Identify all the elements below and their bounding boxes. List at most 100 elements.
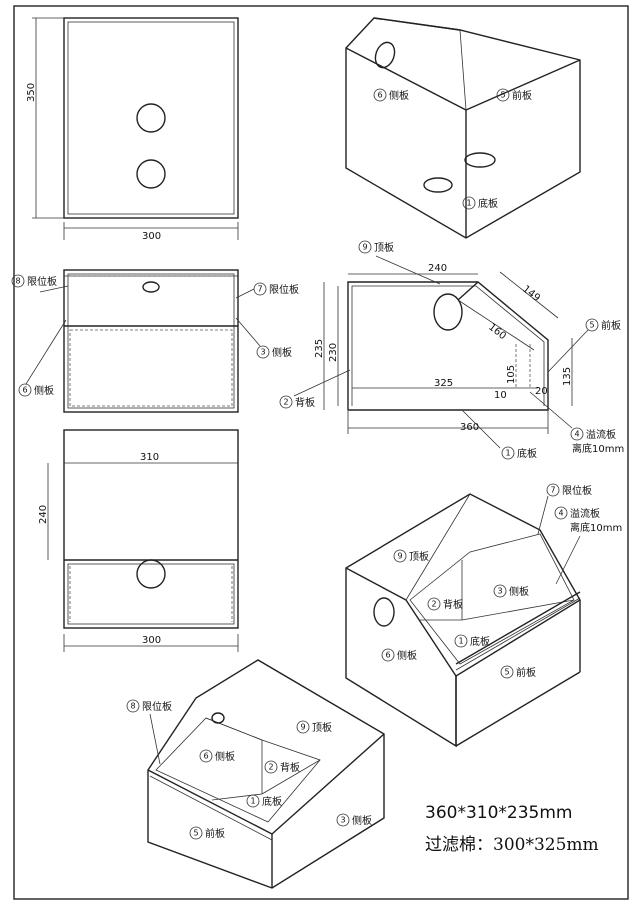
label-sec-p6: 6 侧板 xyxy=(18,319,67,397)
label-iso2-p1: 1 底板 xyxy=(454,634,490,648)
pipe-hole-upper xyxy=(136,103,166,133)
svg-text:5: 5 xyxy=(589,321,594,330)
label-iso1-p6: 6 侧板 xyxy=(373,88,409,102)
pipe-hole-lower xyxy=(136,159,166,189)
svg-text:前板: 前板 xyxy=(601,319,621,332)
svg-text:侧板: 侧板 xyxy=(215,750,235,763)
iso-open-box-2 xyxy=(147,659,385,889)
svg-text:1: 1 xyxy=(466,199,471,208)
label-iso2-p6: 6 侧板 xyxy=(381,648,417,662)
label-sec-p8: 8 限位板 xyxy=(11,274,69,293)
svg-text:4: 4 xyxy=(558,509,563,518)
svg-text:3: 3 xyxy=(260,348,265,357)
label-side-p4: 4 溢流板 离底10mm xyxy=(529,391,624,455)
svg-text:3: 3 xyxy=(340,816,345,825)
label-side-p9: 9 顶板 xyxy=(358,240,441,285)
svg-text:底板: 底板 xyxy=(478,197,498,210)
svg-text:侧板: 侧板 xyxy=(272,346,292,359)
svg-text:5: 5 xyxy=(504,668,509,677)
label-iso3-p3: 3 侧板 xyxy=(336,813,372,827)
svg-text:底板: 底板 xyxy=(262,795,282,808)
svg-text:限位板: 限位板 xyxy=(562,484,592,497)
svg-text:前板: 前板 xyxy=(516,666,536,679)
svg-text:离底10mm: 离底10mm xyxy=(570,521,622,534)
dim-top-h: 350 xyxy=(26,83,37,102)
svg-text:侧板: 侧板 xyxy=(509,585,529,598)
svg-text:5: 5 xyxy=(500,91,505,100)
dim-slope2: 160 xyxy=(486,322,508,342)
svg-text:侧板: 侧板 xyxy=(34,384,54,397)
svg-text:7: 7 xyxy=(550,486,555,495)
svg-text:6: 6 xyxy=(385,651,390,660)
svg-text:侧板: 侧板 xyxy=(389,89,409,102)
svg-text:2: 2 xyxy=(283,398,288,407)
dim-mid-h2: 230 xyxy=(328,343,339,362)
dim-mid-top: 240 xyxy=(428,263,447,274)
dim-mid-bottom: 360 xyxy=(460,422,479,433)
iso-open-box xyxy=(345,493,581,748)
svg-text:背板: 背板 xyxy=(443,598,463,611)
label-iso3-p1: 1 底板 xyxy=(246,794,282,808)
svg-text:9: 9 xyxy=(362,243,367,252)
svg-text:前板: 前板 xyxy=(512,89,532,102)
dim-top-w: 300 xyxy=(142,231,161,242)
label-iso1-p5: 5 前板 xyxy=(496,88,532,102)
svg-text:2: 2 xyxy=(431,600,436,609)
svg-text:限位板: 限位板 xyxy=(27,275,57,288)
svg-text:顶板: 顶板 xyxy=(374,241,394,254)
svg-text:1: 1 xyxy=(250,797,255,806)
svg-text:9: 9 xyxy=(397,552,402,561)
label-iso2-p5: 5 前板 xyxy=(500,665,536,679)
svg-text:4: 4 xyxy=(574,430,579,439)
svg-text:底板: 底板 xyxy=(470,635,490,648)
svg-text:9: 9 xyxy=(300,723,305,732)
svg-text:背板: 背板 xyxy=(280,761,300,774)
label-iso3-p6: 6 侧板 xyxy=(199,749,235,763)
svg-text:限位板: 限位板 xyxy=(269,283,299,296)
svg-text:1: 1 xyxy=(505,449,510,458)
svg-text:离底10mm: 离底10mm xyxy=(572,442,624,455)
dim-mid-h1: 235 xyxy=(314,339,325,358)
dim-plan-w: 310 xyxy=(140,452,159,463)
label-iso3-p2: 2 背板 xyxy=(264,760,300,774)
label-iso2-p9: 9 顶板 xyxy=(393,549,429,563)
svg-text:侧板: 侧板 xyxy=(397,649,417,662)
svg-text:顶板: 顶板 xyxy=(409,550,429,563)
label-iso1-p1: 1 底板 xyxy=(462,196,498,210)
svg-text:8: 8 xyxy=(15,277,20,286)
overall-size: 360*310*235mm xyxy=(425,803,573,823)
svg-text:3: 3 xyxy=(497,587,502,596)
label-side-p5: 5 前板 xyxy=(547,318,621,373)
svg-text:顶板: 顶板 xyxy=(312,721,332,734)
dim-plan-base: 300 xyxy=(142,635,161,646)
label-iso2-p3: 3 侧板 xyxy=(493,584,529,598)
filter-size: 过滤棉：300*325mm xyxy=(425,835,599,855)
label-iso3-p9: 9 顶板 xyxy=(296,720,332,734)
page-border xyxy=(13,5,629,900)
front-elevation: 350 300 xyxy=(26,17,239,242)
svg-text:溢流板: 溢流板 xyxy=(570,507,600,520)
svg-text:1: 1 xyxy=(458,637,463,646)
svg-text:背板: 背板 xyxy=(295,396,315,409)
section-front xyxy=(63,269,239,413)
label-side-p2: 2 背板 xyxy=(279,369,351,409)
plan-view: 310 240 300 xyxy=(38,429,239,652)
svg-text:限位板: 限位板 xyxy=(142,700,172,713)
label-sec-p3: 3 侧板 xyxy=(235,317,292,359)
iso-closed-box xyxy=(345,17,581,239)
svg-text:2: 2 xyxy=(268,763,273,772)
svg-text:8: 8 xyxy=(130,702,135,711)
label-iso2-p4: 4 溢流板 离底10mm xyxy=(554,506,622,585)
svg-text:前板: 前板 xyxy=(205,827,225,840)
dim-v1: 105 xyxy=(506,365,517,384)
svg-text:7: 7 xyxy=(257,285,262,294)
dim-mid-base: 325 xyxy=(434,378,453,389)
svg-text:6: 6 xyxy=(22,386,27,395)
label-side-p1: 1 底板 xyxy=(461,409,537,460)
svg-text:侧板: 侧板 xyxy=(352,814,372,827)
svg-text:底板: 底板 xyxy=(517,447,537,460)
label-iso3-p5: 5 前板 xyxy=(189,826,225,840)
dim-slope1: 149 xyxy=(520,284,542,304)
svg-text:6: 6 xyxy=(203,752,208,761)
